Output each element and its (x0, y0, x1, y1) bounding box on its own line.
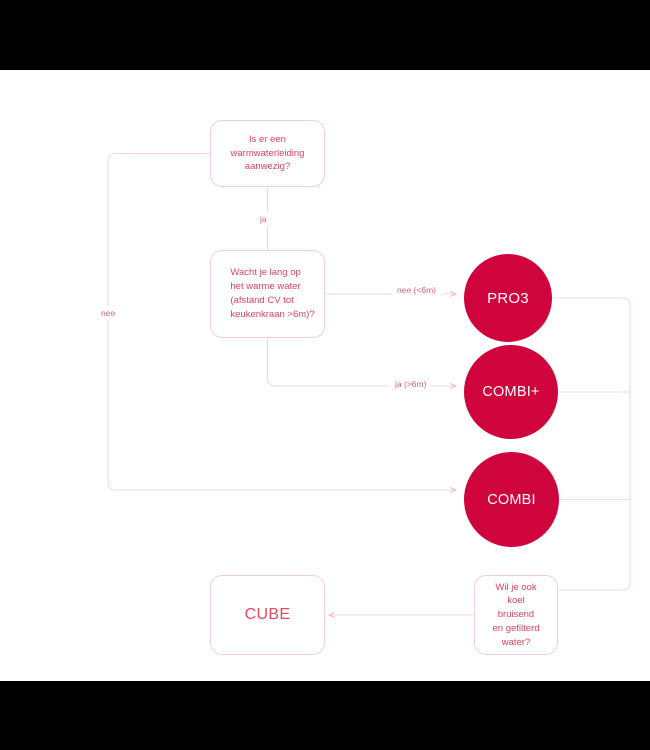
result-circle-pro3-label: PRO3 (487, 289, 529, 307)
letterbox-top (0, 0, 650, 70)
q4-line-2: koel bruisend (497, 595, 535, 621)
flowchart-edges (107, 152, 631, 681)
result-circle-combi-plus[interactable]: COMBI+ (464, 345, 558, 439)
question-box-warmwaterleiding[interactable]: Is er een warmwaterleiding aanwezig? (210, 120, 325, 187)
question-box-wachttijd-text: Wacht je lang op het warme water (afstan… (212, 266, 322, 321)
edge-label-nee: nee (96, 306, 121, 320)
edge-q1-to-combi (107, 152, 456, 491)
q2-line-3: (afstand CV tot (230, 295, 294, 306)
edge-q2-to-combiplus (266, 338, 457, 386)
result-circle-combi-label: COMBI (487, 491, 536, 508)
q2-line-2: het warme water (230, 281, 301, 293)
q1-line-1: Is er een (249, 133, 286, 145)
question-box-bruisend-water-text: Wil je ook koel bruisend en gefilterd wa… (475, 581, 557, 650)
edge-label-nee-lt-6m: nee (<6m) (392, 283, 441, 297)
q4-line-3: en gefilterd (492, 622, 540, 634)
result-circle-pro3[interactable]: PRO3 (464, 254, 552, 342)
result-box-cube[interactable]: CUBE (210, 575, 325, 655)
question-box-bruisend-water[interactable]: Wil je ook koel bruisend en gefilterd wa… (474, 575, 558, 655)
flowchart-canvas: Is er een warmwaterleiding aanwezig? Wac… (0, 70, 650, 681)
q4-line-4: water? (501, 636, 531, 648)
edge-label-ja: ja (255, 212, 272, 226)
question-box-warmwaterleiding-text: Is er een warmwaterleiding aanwezig? (217, 133, 319, 174)
result-box-cube-label: CUBE (244, 606, 291, 623)
question-box-wachttijd[interactable]: Wacht je lang op het warme water (afstan… (210, 250, 325, 338)
edge-label-ja-gt-6m: ja (>6m) (390, 377, 432, 391)
q1-line-2: warmwaterleiding (230, 147, 305, 159)
q1-line-3: aanwezig? (244, 161, 291, 173)
q2-line-1: Wacht je lang op (230, 267, 301, 279)
q2-line-4: keukenkraan >6m)? (230, 308, 315, 320)
letterbox-bottom (0, 681, 650, 750)
result-circle-combi[interactable]: COMBI (464, 452, 559, 547)
result-circle-combi-plus-label: COMBI+ (482, 384, 540, 400)
edge-pro3-to-bus (552, 297, 631, 591)
q4-line-1: Wil je ook (495, 581, 537, 593)
